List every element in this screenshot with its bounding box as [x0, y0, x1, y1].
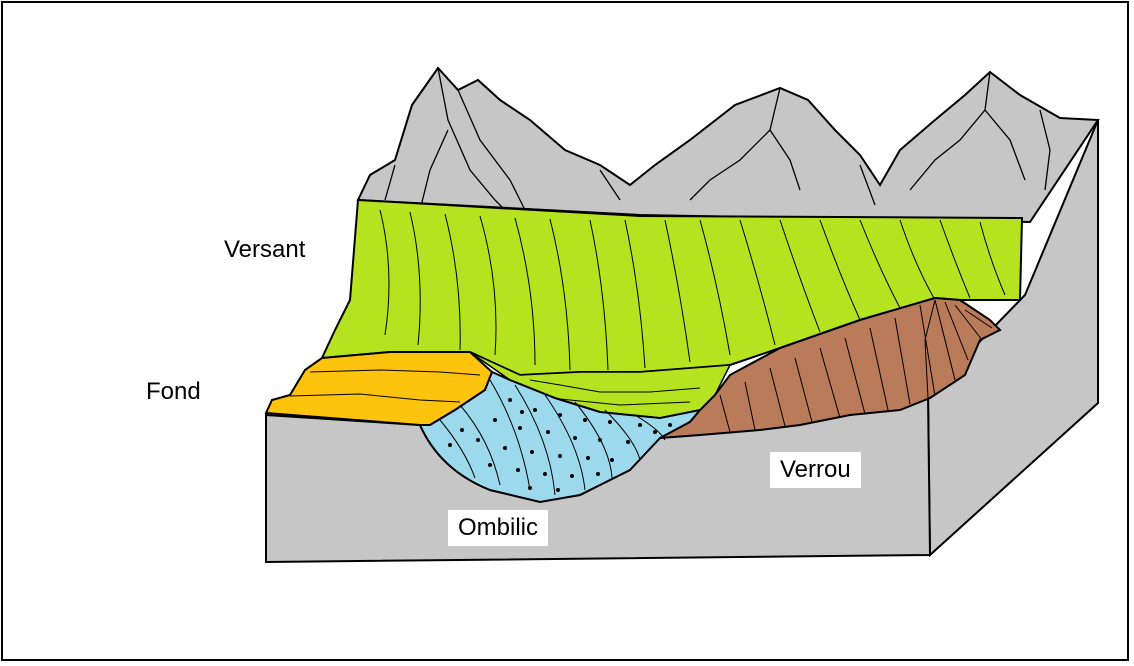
label-verrou: Verrou [770, 452, 861, 488]
label-fond: Fond [146, 378, 201, 406]
label-ombilic: Ombilic [448, 510, 548, 546]
label-versant: Versant [224, 236, 305, 264]
